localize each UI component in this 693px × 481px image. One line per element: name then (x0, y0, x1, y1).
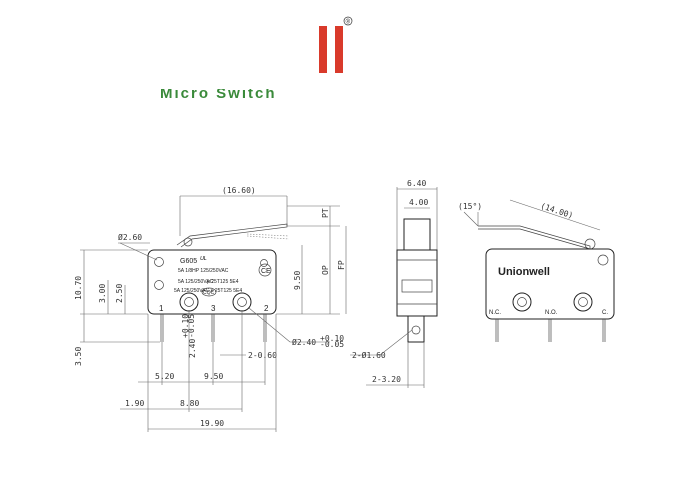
angle-label: (15°) (458, 202, 482, 211)
rating-line-1: 5A 1/8HP 125/250VAC (178, 268, 229, 274)
dim-hole-dia2-tol-dn: -0.05 (320, 340, 344, 349)
dim-x2: 9.50 (204, 372, 223, 381)
dim-height: 10.70 (74, 276, 83, 300)
dim-op: OP (321, 265, 330, 275)
registered-mark: ® (346, 18, 351, 25)
dim-x3: 1.90 (125, 399, 144, 408)
dim-hole-dia2: Ø2.40 (292, 337, 316, 347)
dim-term-width: 2.40 (188, 339, 197, 358)
dim-lever-overall: (16.60) (222, 186, 256, 195)
dim-h2: 2.50 (115, 284, 124, 303)
front-view: (16.60) G605 ᵁᴸ 5A 1/8HP 125/250VAC 5A 1… (74, 186, 347, 432)
dim-fp: FP (337, 260, 346, 270)
dim-term-thk: 2-0.60 (248, 351, 277, 360)
back-view: (15°) (14.00) Unionwell N.C. N.O. C. (458, 199, 615, 342)
dim-side-width: 6.40 (407, 179, 426, 188)
terminal-label-2: 2 (264, 304, 269, 313)
dim-hole-dia2-tol-up: +0.10 (320, 334, 344, 343)
dim-hole-dia: Ø2.60 (118, 232, 142, 242)
dim-h1: 3.00 (98, 284, 107, 303)
terminal-label-1: 1 (159, 304, 164, 313)
dim-h3: 9.50 (293, 271, 302, 290)
terminal-label-c: C. (602, 310, 608, 316)
side-view: 6.40 4.00 2-Ø1.60 2-3.20 (350, 179, 438, 388)
dim-plunger: 4.00 (409, 198, 428, 207)
dim-lever-len: (14.00) (539, 201, 574, 220)
product-subtitle: Micro Switch (160, 85, 277, 102)
terminal-label-3: 3 (211, 304, 216, 313)
back-brand-text: Unionwell (498, 266, 550, 278)
ce-mark: CE (261, 268, 271, 275)
subtitle-crop-mask (150, 76, 310, 89)
ul-mark: ᵁᴸ (200, 255, 207, 264)
dim-x4: 8.80 (180, 399, 199, 408)
terminal-label-nc: N.C. (489, 310, 501, 316)
logo: ® (319, 16, 353, 73)
dim-x1: 5.20 (155, 372, 174, 381)
dim-terminal-len: 3.50 (74, 347, 83, 366)
dim-term-hole: 2-Ø1.60 (352, 350, 386, 360)
rating-line-2: 5A 125/250VAC (178, 279, 214, 285)
dim-pt: PT (321, 208, 330, 218)
dim-side-term-thk: 2-3.20 (372, 375, 401, 384)
rating-line-3: μ 25T125 5E4 (207, 279, 239, 285)
dim-overall-len: 19.90 (200, 419, 224, 428)
model-label: G605 (180, 258, 197, 265)
rating-line-4: 5A 125/250VAC μ 25T125 5E4 (174, 288, 242, 294)
terminal-label-no: N.O. (545, 310, 558, 316)
dim-term-width-tol-up: +0.10 (181, 314, 190, 338)
dim-term-width-tol-dn: -0.05 (187, 314, 196, 338)
cqc-mark: CQC (203, 290, 215, 296)
